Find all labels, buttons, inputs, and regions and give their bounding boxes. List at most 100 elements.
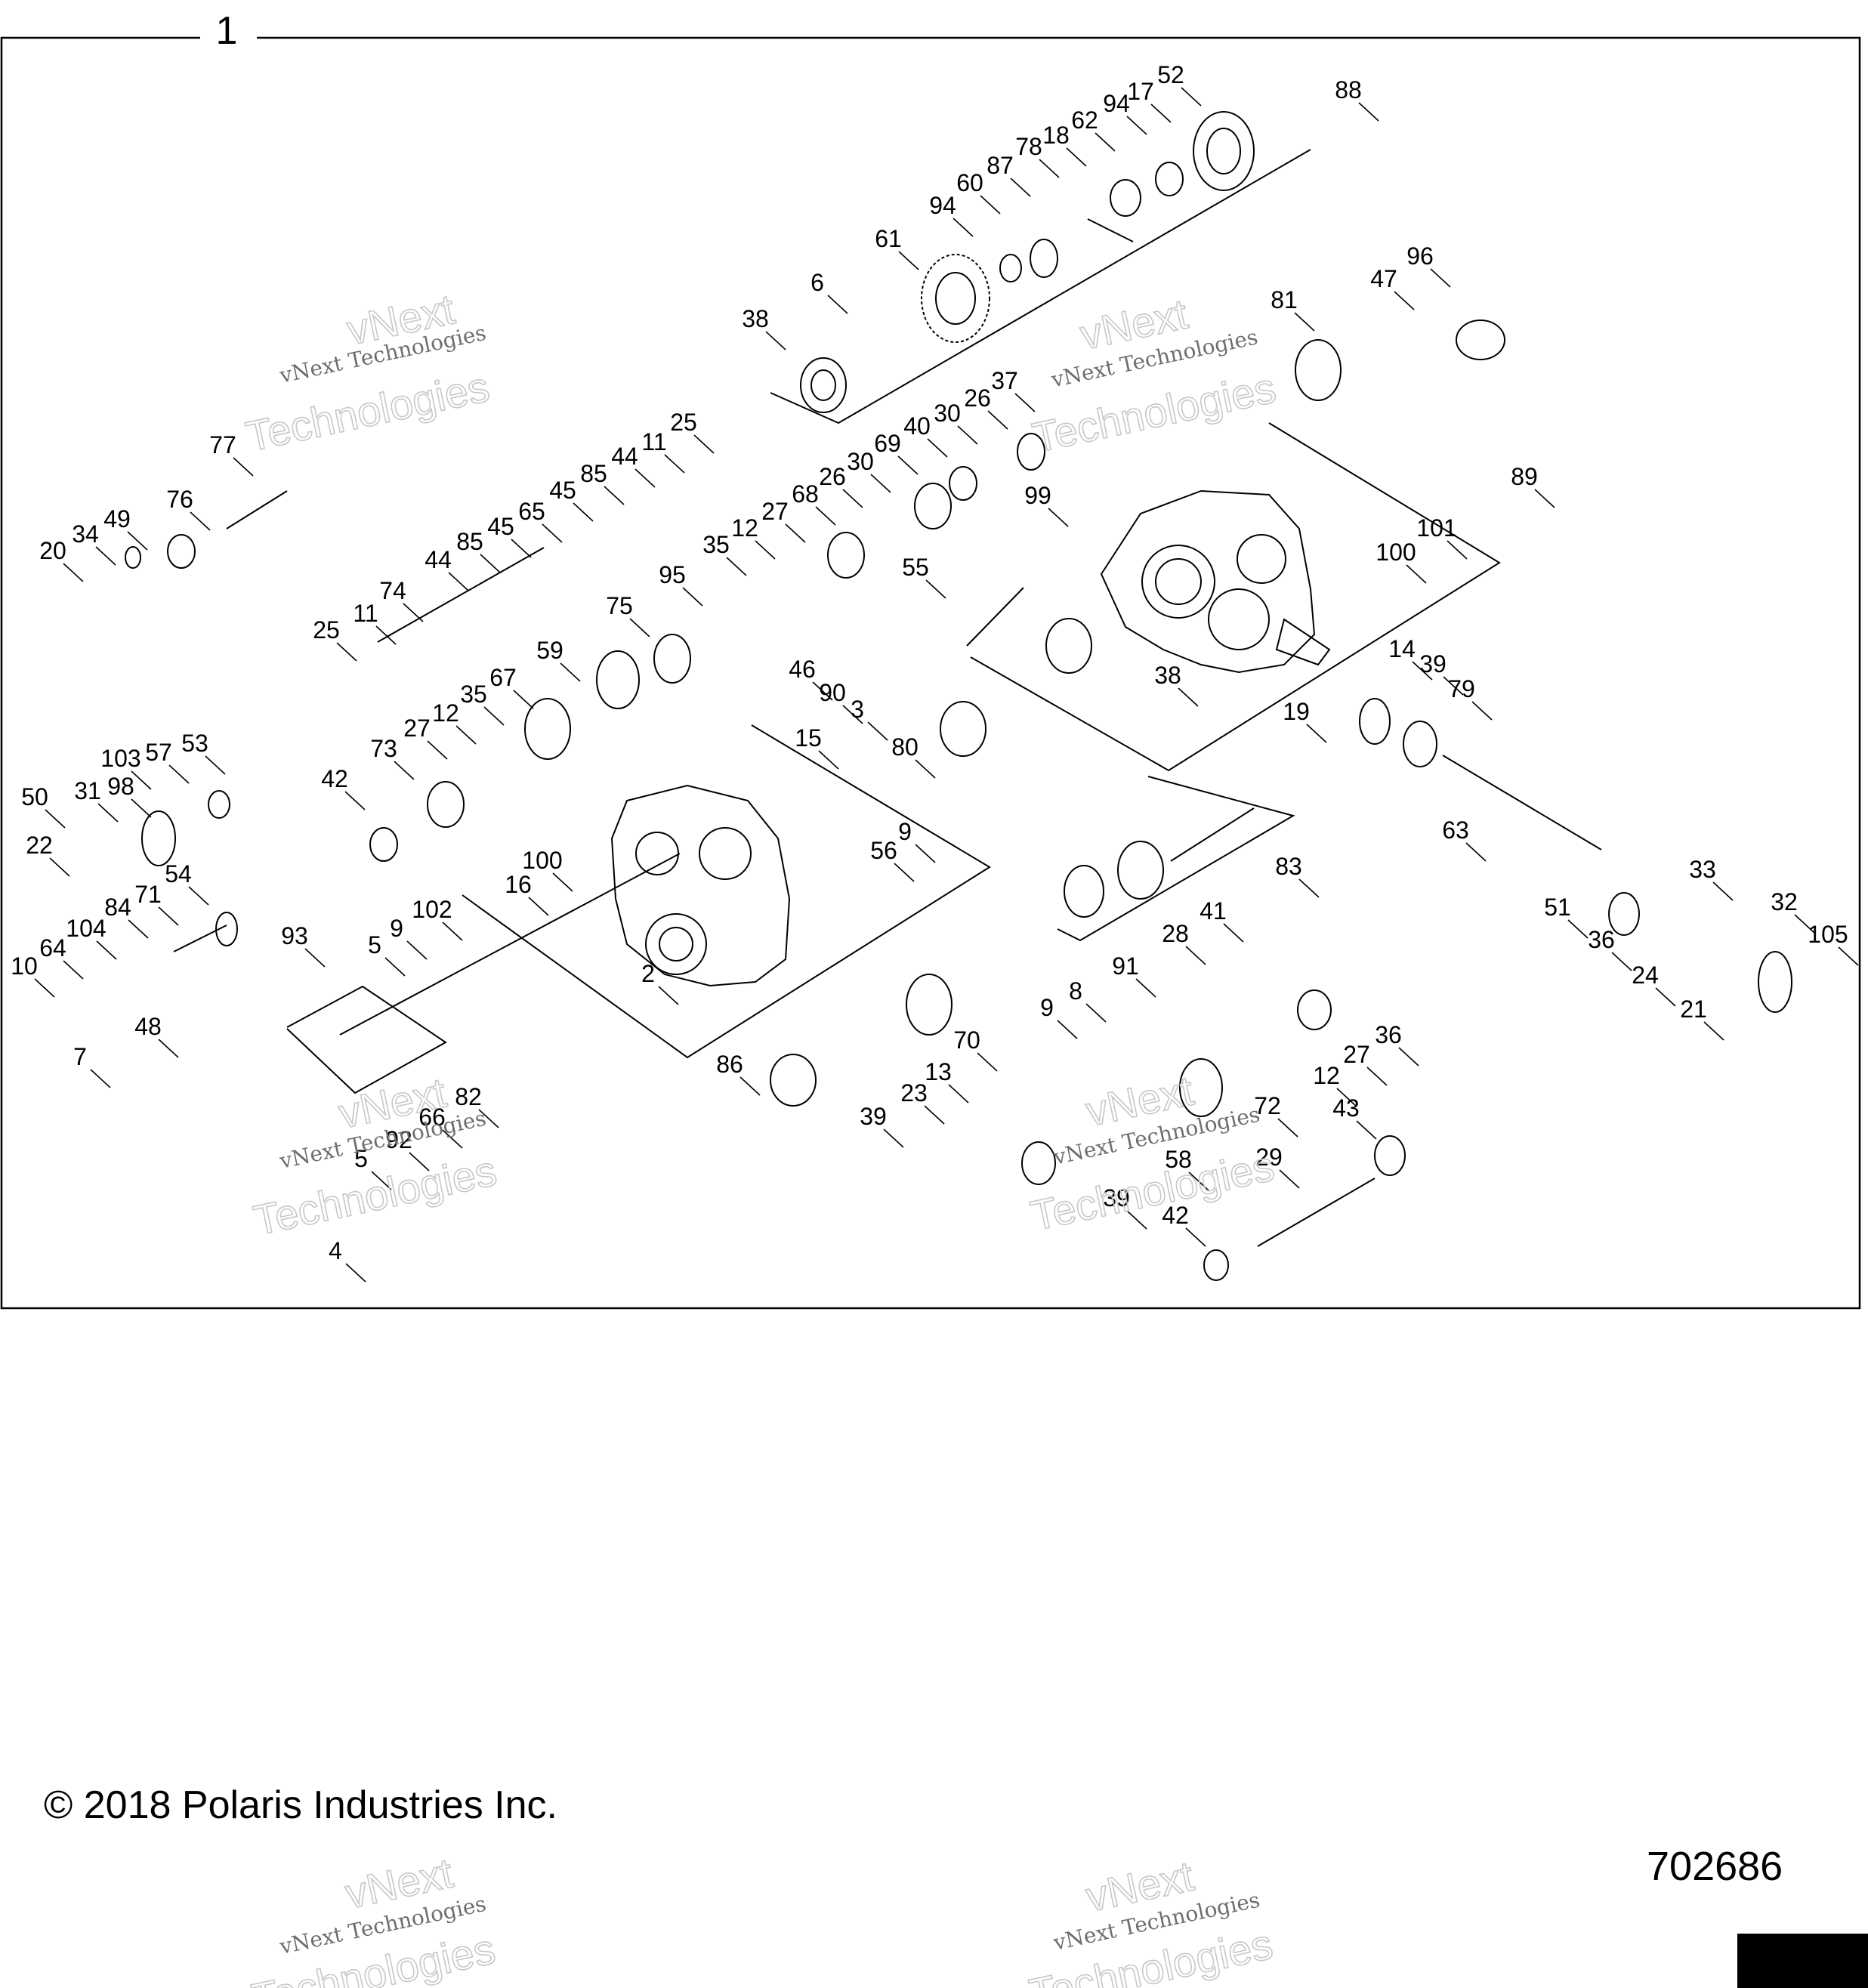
callout-leader-line: [1430, 268, 1451, 288]
callout-number: 25: [670, 409, 697, 436]
callout-number: 104: [66, 915, 106, 942]
callout-leader-line: [131, 770, 152, 790]
callout-number: 26: [819, 463, 846, 490]
callout-leader-line: [987, 410, 1008, 430]
callout-leader-line: [818, 750, 839, 770]
callout-leader-line: [1298, 878, 1320, 898]
callout-leader-line: [442, 921, 463, 941]
callout-leader-line: [478, 1109, 499, 1128]
callout-leader-line: [168, 764, 190, 784]
callout-leader-line: [604, 486, 625, 505]
callout-number: 78: [1015, 133, 1042, 160]
callout-number: 49: [103, 505, 131, 532]
watermark-bottom-left: vNext vNext Technologies Technologies: [247, 1848, 499, 1988]
callout-number: 21: [1680, 996, 1707, 1023]
callout-leader-line: [190, 511, 211, 531]
callout-number: 55: [902, 554, 929, 581]
callout-leader-line: [560, 662, 581, 682]
callout-number: 19: [1283, 698, 1310, 725]
callout-leader-line: [1406, 564, 1427, 584]
callout-leader-line: [1188, 1172, 1209, 1191]
callout-number: 87: [986, 152, 1014, 179]
callout-number: 92: [385, 1126, 412, 1153]
callout-number: 18: [1042, 122, 1070, 149]
callout-leader-line: [915, 759, 936, 779]
callout-leader-line: [49, 857, 70, 877]
callout-number: 38: [742, 305, 769, 332]
callout-number: 50: [21, 783, 48, 810]
callout-number: 103: [100, 745, 140, 772]
callout-number: 41: [1200, 897, 1227, 925]
callout-number: 102: [412, 896, 452, 923]
callout-number: 9: [390, 915, 403, 942]
callout-number: 8: [1069, 977, 1082, 1005]
callout-leader-line: [726, 557, 747, 576]
callout-leader-line: [127, 531, 148, 551]
callout-leader-line: [1567, 919, 1589, 939]
callout-number: 42: [1162, 1202, 1189, 1229]
callout-number: 39: [1419, 650, 1447, 678]
callout-number: 22: [26, 832, 53, 859]
callout-leader-line: [573, 502, 594, 522]
callout-number: 27: [1343, 1041, 1370, 1068]
callout-leader-line: [1655, 987, 1676, 1007]
callout-leader-line: [158, 1039, 179, 1058]
callout-number: 9: [1040, 994, 1054, 1021]
callout-number: 73: [370, 735, 397, 762]
callout-leader-line: [842, 489, 863, 508]
callout-leader-line: [867, 721, 888, 741]
callout-number: 47: [1370, 265, 1397, 292]
callout-leader-line: [1443, 676, 1464, 696]
callout-leader-line: [755, 540, 776, 560]
callout-number: 82: [455, 1083, 482, 1110]
callout-leader-line: [953, 218, 974, 237]
callout-number: 76: [166, 486, 193, 513]
callout-leader-line: [897, 455, 919, 475]
callout-number: 44: [611, 443, 638, 470]
callout-leader-line: [45, 809, 66, 829]
callout-number: 40: [903, 412, 931, 440]
callout-leader-line: [158, 906, 179, 926]
callout-number: 52: [1157, 61, 1184, 88]
callout-leader-line: [1010, 178, 1031, 197]
callout-number: 72: [1254, 1092, 1281, 1119]
callout-leader-line: [1838, 946, 1859, 966]
callout-number: 68: [792, 480, 819, 508]
callout-leader-line: [980, 195, 1001, 215]
gears-and-bearings: [125, 111, 1792, 1281]
callout-leader-line: [513, 690, 534, 709]
callout-number: 44: [425, 546, 452, 573]
callout-number: 54: [165, 860, 192, 888]
callout-leader-line: [977, 1052, 998, 1072]
callout-leader-line: [1014, 393, 1036, 412]
callout-number: 101: [1416, 514, 1456, 542]
callout-leader-line: [511, 539, 532, 558]
callout-leader-line: [128, 919, 149, 939]
callout-number: 100: [1376, 539, 1416, 566]
callout-number: 60: [956, 169, 983, 196]
callout-leader-line: [1066, 147, 1087, 167]
callout-leader-line: [409, 1152, 430, 1172]
callout-number: 27: [761, 498, 789, 525]
callout-leader-line: [1412, 661, 1433, 681]
callout-number: 94: [1103, 90, 1130, 117]
callout-leader-line: [336, 642, 357, 662]
callout-leader-line: [1794, 914, 1815, 934]
callout-leader-line: [1611, 952, 1632, 971]
callout-number: 70: [953, 1026, 980, 1054]
callout-leader-line: [739, 1076, 761, 1096]
callout-number: 14: [1388, 635, 1416, 662]
callout-number: 11: [353, 600, 378, 627]
callout-leader-line: [233, 457, 254, 477]
main-housing-upper: [1100, 489, 1331, 674]
callout-leader-line: [1366, 1067, 1388, 1086]
callout-leader-line: [34, 978, 55, 998]
callout-number: 36: [1588, 926, 1615, 953]
callout-leader-line: [1048, 508, 1069, 527]
callout-leader-line: [483, 706, 505, 726]
diagram-part-number: 702686: [1647, 1844, 1783, 1889]
callout-leader-line: [1534, 489, 1555, 508]
callout-leader-line: [1703, 1021, 1724, 1041]
watermark-bottom-center: vNext vNext Technologies Technologies: [1024, 1851, 1277, 1988]
callout-leader-line: [1178, 687, 1199, 707]
